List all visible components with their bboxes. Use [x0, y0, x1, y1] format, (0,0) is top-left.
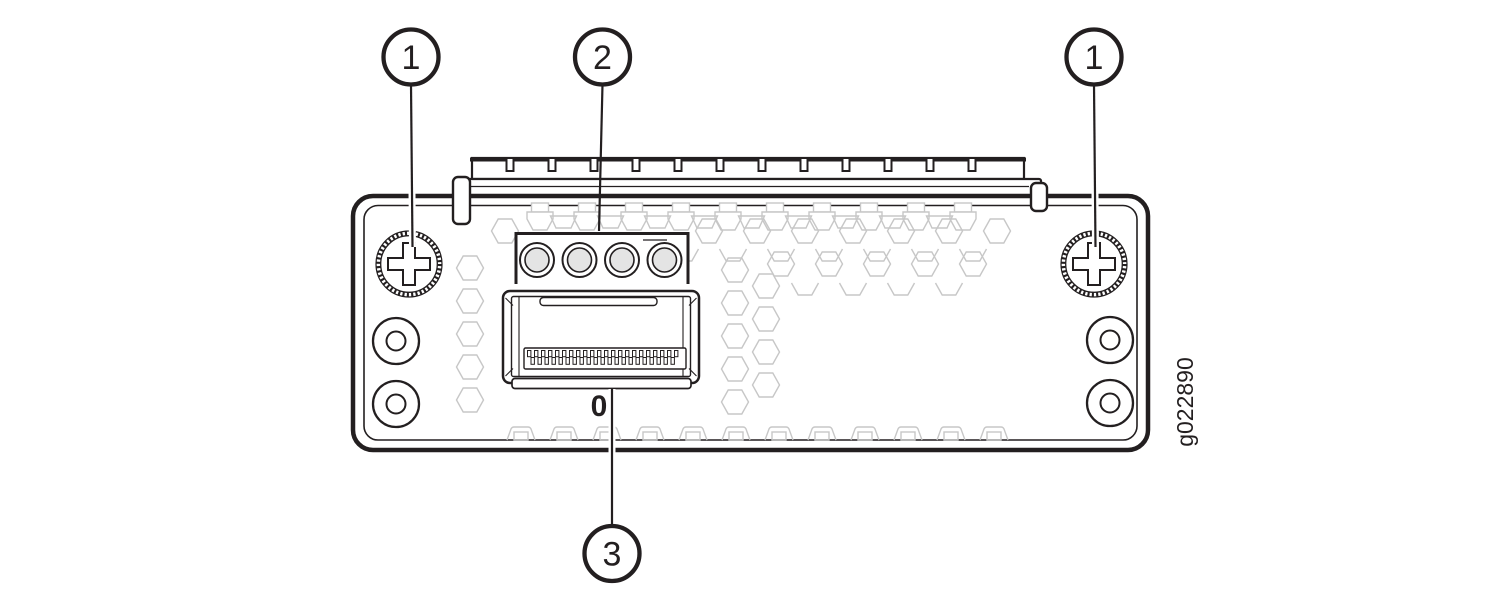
port-0	[501, 289, 701, 390]
leader-line-2	[597, 84, 604, 232]
callout-circle	[1064, 27, 1124, 87]
thumbscrew-knurl-texture	[376, 230, 443, 297]
port-bottom-lip	[511, 377, 692, 390]
hole-inner	[385, 330, 407, 352]
mounting-holes-left	[371, 316, 421, 429]
callout-label: 2	[593, 39, 612, 77]
callout-circle	[381, 27, 441, 87]
callout-circle	[582, 523, 642, 584]
callout-label: 1	[402, 39, 421, 77]
top-rail	[454, 156, 1043, 198]
led-indicators	[514, 232, 690, 284]
callout-label: 3	[603, 536, 622, 574]
thumbscrew-left	[375, 230, 443, 298]
hole-inner	[385, 393, 407, 415]
rail-tab-right	[1029, 181, 1049, 213]
callout-circle	[572, 27, 633, 87]
rail-lower-bar	[454, 177, 1043, 198]
hole-inner	[1099, 392, 1121, 414]
leader-lines	[407, 84, 1099, 526]
phillips-cross-icon	[387, 242, 431, 286]
thumbscrew-knurl-texture	[1060, 230, 1127, 297]
leader-line-1-right	[1092, 84, 1097, 248]
callout-2: 2	[572, 27, 633, 87]
thumbscrew-right	[1060, 230, 1128, 298]
led-lamps	[519, 242, 683, 278]
hole-inner	[1099, 329, 1121, 351]
callout-label: 1	[1085, 39, 1104, 77]
callout-1-right: 1	[1064, 27, 1124, 87]
phillips-cross-icon	[1072, 242, 1116, 286]
port-latch-slot	[539, 296, 658, 307]
vent-hex-pattern	[455, 202, 1012, 415]
mounting-holes-right	[1085, 315, 1135, 428]
leader-line-1-left	[409, 84, 414, 248]
rail-tab-left	[451, 175, 472, 226]
callout-3: 3	[582, 523, 642, 584]
figure-id: g022890	[1172, 357, 1198, 447]
rail-notches	[505, 159, 977, 172]
port-contact-pins	[527, 350, 679, 365]
led-box-border	[514, 232, 690, 284]
port-inner-frame	[510, 295, 692, 378]
port-number-label: 0	[591, 390, 608, 423]
faceplate-inner-border	[363, 204, 1138, 441]
port-pin-strip	[523, 347, 687, 370]
callout-1-left: 1	[381, 27, 441, 87]
